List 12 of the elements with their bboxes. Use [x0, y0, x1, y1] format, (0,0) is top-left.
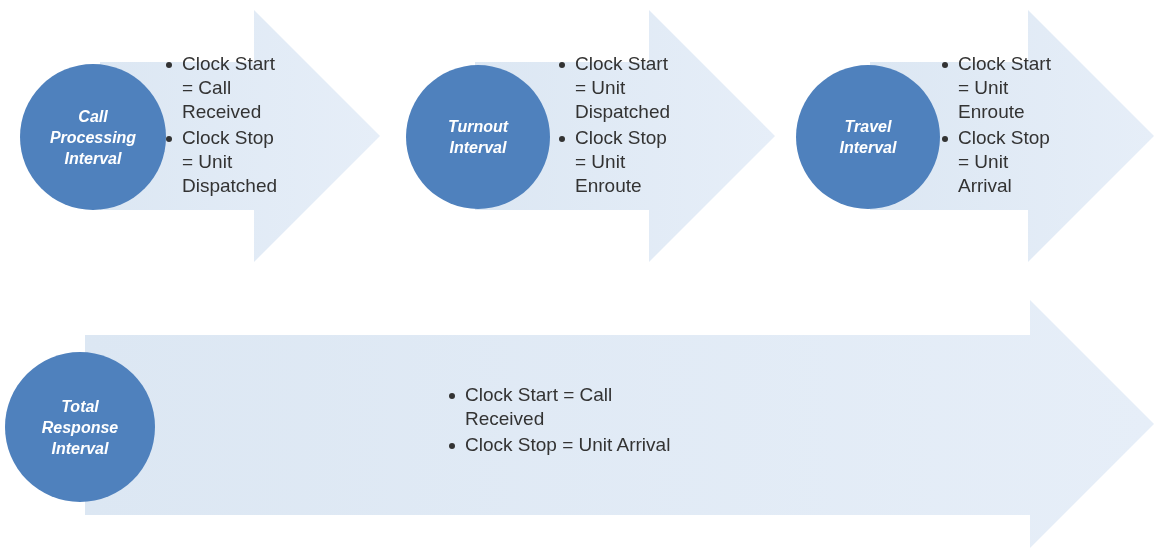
interval-name: Travel Interval — [838, 117, 898, 158]
bullet-text: Clock Stop = Unit Enroute — [575, 127, 667, 196]
bullet-text: Clock Stop = Unit Arrival — [958, 127, 1050, 196]
bullet-text: Clock Stop = Unit Arrival — [465, 434, 671, 455]
interval-name: Call Processing Interval — [48, 106, 138, 169]
bullet-text: Clock Stop = Unit Dispatched — [182, 127, 278, 196]
interval-name: Total Response Interval — [40, 396, 120, 459]
bullet-text: Clock Start = Unit Dispatched — [575, 53, 671, 122]
bullet-text: Clock Start = Unit Enroute — [958, 53, 1051, 122]
bullet-text: Clock Start = Call Received — [465, 384, 613, 429]
interval-name: Turnout Interval — [446, 117, 510, 158]
bullet-text: Clock Start = Call Received — [182, 53, 275, 122]
